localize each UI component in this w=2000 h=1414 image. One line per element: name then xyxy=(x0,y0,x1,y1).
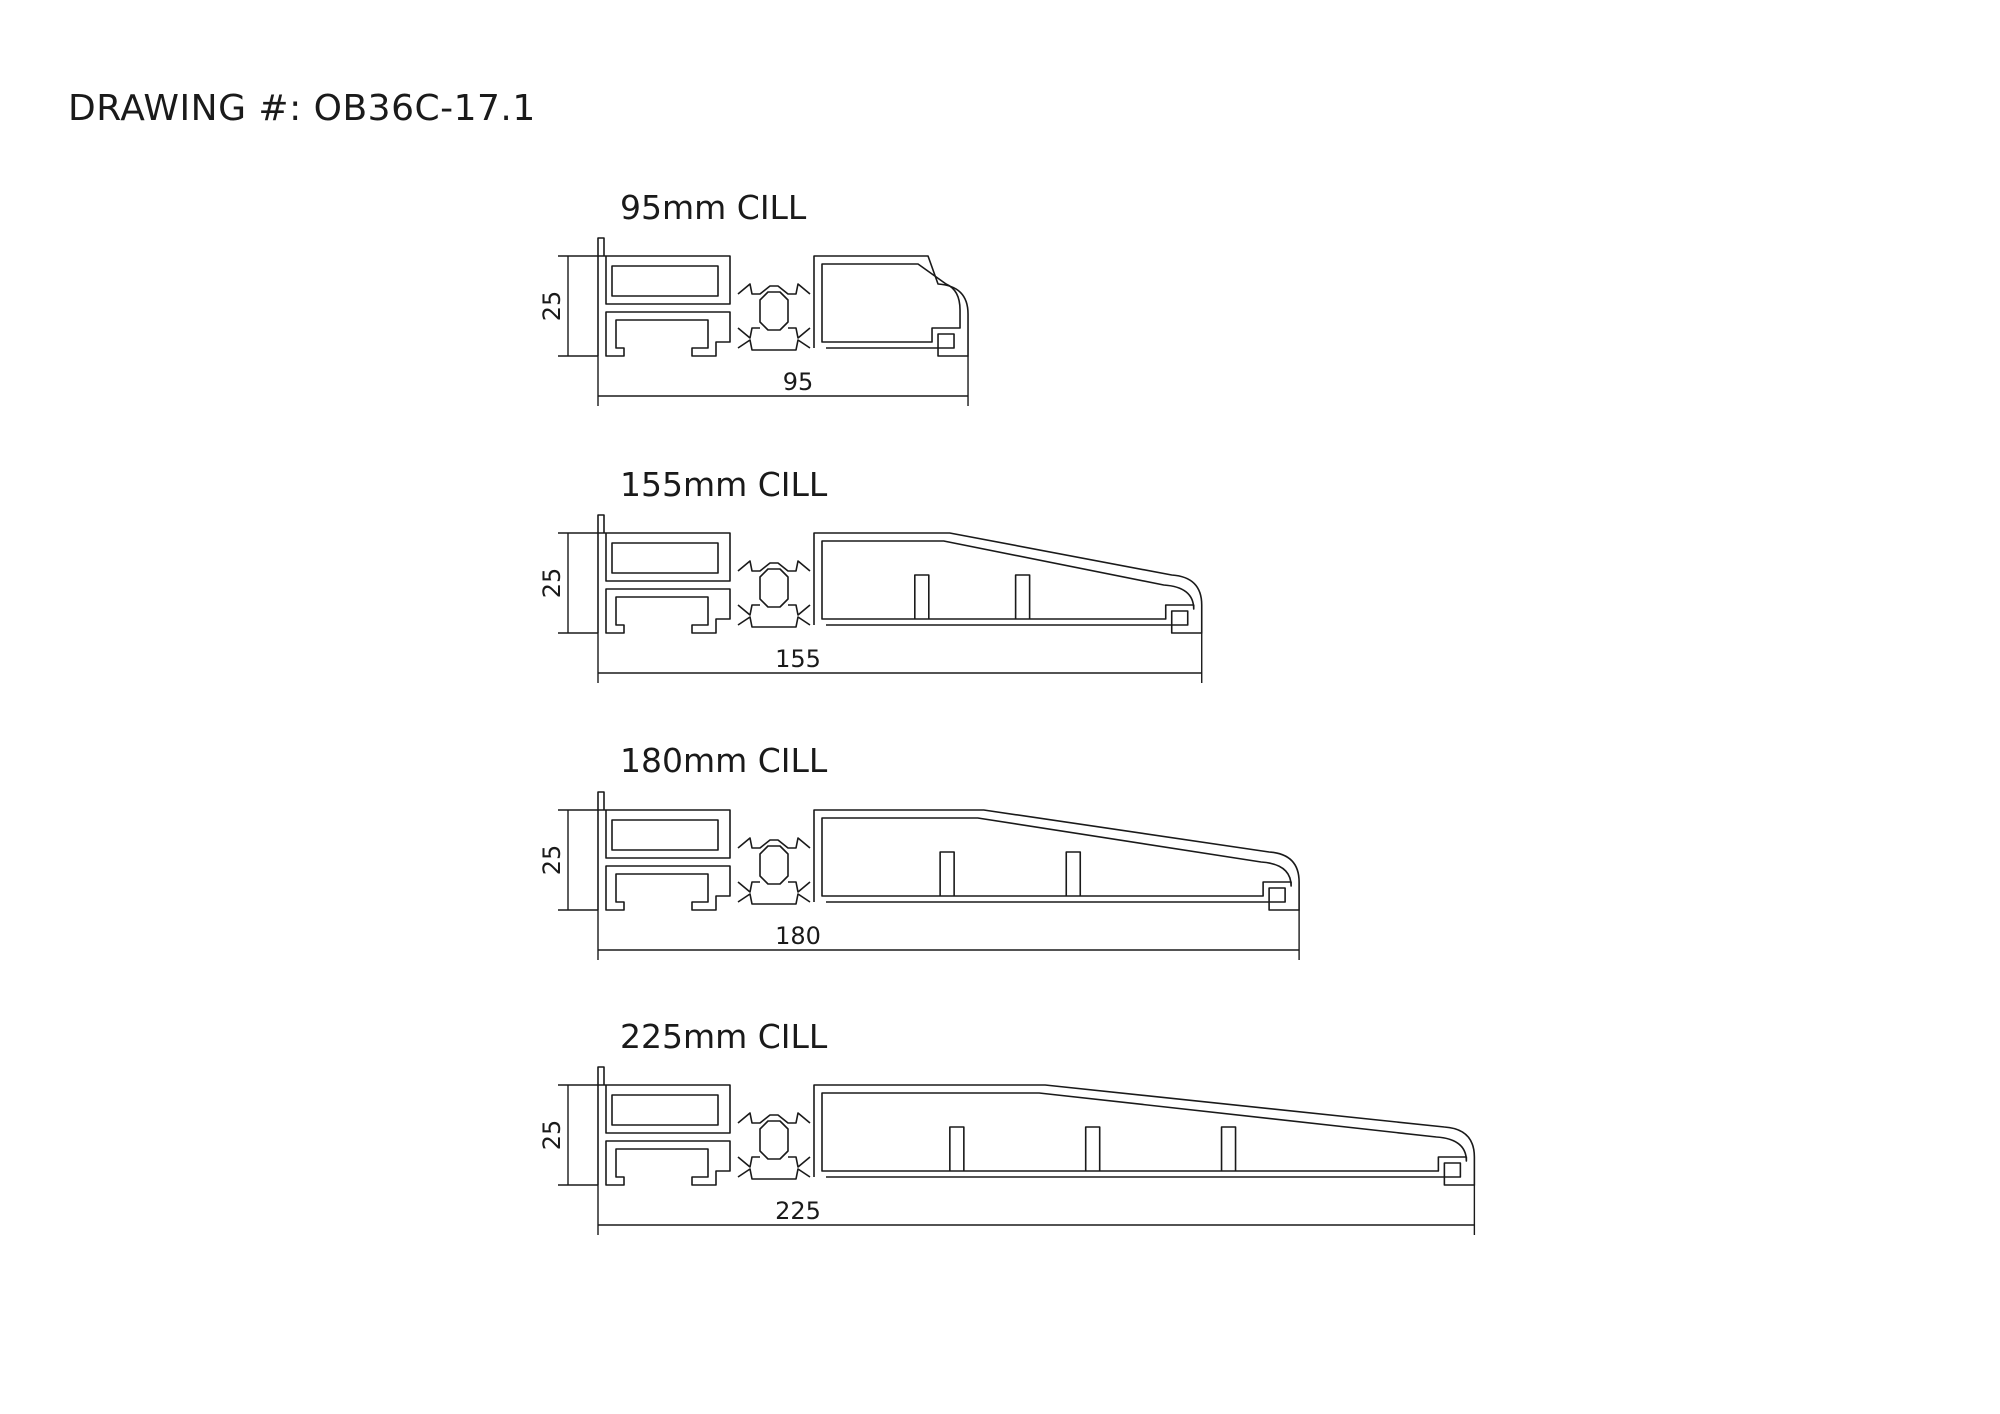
lower-leg xyxy=(605,311,731,357)
upper-chamber xyxy=(604,1084,731,1134)
width-dim-label: 225 xyxy=(775,1197,821,1225)
web-leg xyxy=(939,851,955,896)
lower-leg xyxy=(605,865,731,911)
height-dim-label: 25 xyxy=(538,845,566,876)
width-dim-label: 155 xyxy=(775,645,821,673)
upstand-fin xyxy=(597,791,605,910)
upper-chamber-inner xyxy=(611,1094,719,1126)
width-dim-label: 180 xyxy=(775,922,821,950)
thermal-break-core xyxy=(759,1120,789,1160)
thermal-break-bottom xyxy=(737,339,811,351)
section-title-225: 225mm CILL xyxy=(620,1017,828,1056)
thermal-break-bottom xyxy=(737,616,811,628)
outer-body xyxy=(813,809,1300,911)
outer-body xyxy=(813,532,1203,634)
lower-leg xyxy=(605,1140,731,1186)
upstand-fin xyxy=(597,1066,605,1185)
thermal-break-bottom xyxy=(737,1168,811,1180)
thermal-break-core xyxy=(759,845,789,885)
inner-chamber xyxy=(821,817,1292,897)
height-dim-label: 25 xyxy=(538,291,566,322)
upper-chamber xyxy=(604,809,731,859)
web-leg xyxy=(1084,1126,1101,1171)
outer-body xyxy=(813,255,969,357)
cill-section-155: 25 155 xyxy=(538,514,1203,683)
height-dim-label: 25 xyxy=(538,1120,566,1151)
thermal-break-top xyxy=(737,283,811,295)
upstand-fin xyxy=(597,514,605,633)
cill-section-225: 25 225 xyxy=(538,1066,1476,1235)
inner-chamber xyxy=(821,1092,1468,1172)
thermal-break-mid xyxy=(737,1156,811,1168)
upper-chamber xyxy=(604,255,731,305)
upper-chamber-inner xyxy=(611,819,719,851)
upper-chamber-inner xyxy=(611,542,719,574)
web-leg xyxy=(1065,851,1082,896)
thermal-break-core xyxy=(759,291,789,331)
drawing-title: DRAWING #: OB36C-17.1 xyxy=(68,88,536,129)
thermal-break-mid xyxy=(737,604,811,616)
thermal-break-mid xyxy=(737,327,811,339)
inner-chamber xyxy=(821,263,961,343)
upper-chamber-inner xyxy=(611,265,719,297)
thermal-break-top xyxy=(737,560,811,572)
web-leg xyxy=(914,574,930,619)
upper-chamber xyxy=(604,532,731,582)
thermal-break-top xyxy=(737,1112,811,1124)
inner-chamber xyxy=(821,540,1195,620)
width-dim-label: 95 xyxy=(783,368,814,396)
cill-section-180: 25 180 xyxy=(538,791,1300,960)
web-leg xyxy=(949,1126,965,1171)
thermal-break-mid xyxy=(737,881,811,893)
lower-leg xyxy=(605,588,731,634)
web-leg xyxy=(1014,574,1031,619)
section-title-180: 180mm CILL xyxy=(620,741,828,780)
section-title-155: 155mm CILL xyxy=(620,465,828,504)
thermal-break-core xyxy=(759,568,789,608)
height-dim-label: 25 xyxy=(538,568,566,599)
thermal-break-top xyxy=(737,837,811,849)
web-leg xyxy=(1220,1126,1237,1171)
thermal-break-bottom xyxy=(737,893,811,905)
outer-body xyxy=(813,1084,1476,1186)
cill-section-95: 25 95 xyxy=(538,237,969,406)
section-title-95: 95mm CILL xyxy=(620,188,807,227)
upstand-fin xyxy=(597,237,605,356)
